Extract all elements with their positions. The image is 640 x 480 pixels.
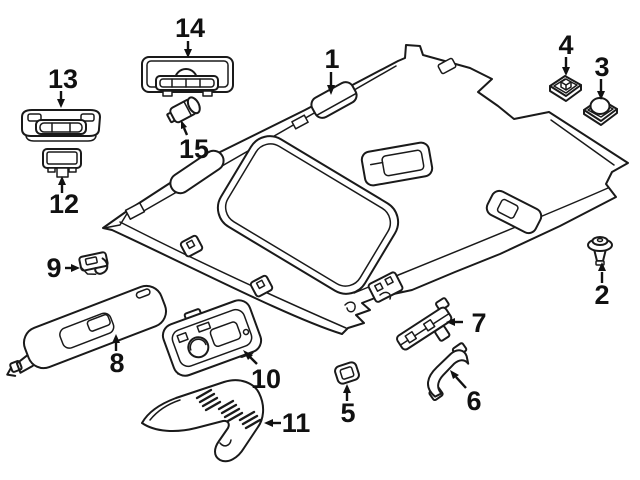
part-8-sun-visor [6, 284, 168, 377]
callout-label-2[interactable]: 2 [594, 280, 609, 310]
callout-7: 7 [446, 308, 487, 338]
vent-slats [195, 388, 262, 430]
panel-hole [291, 114, 309, 130]
callout-label-5[interactable]: 5 [340, 398, 355, 428]
callout-12: 12 [49, 176, 79, 219]
sunroof-opening [216, 135, 400, 295]
part-13-overhead-console [21, 109, 101, 142]
callout-label-6[interactable]: 6 [466, 386, 481, 416]
callout-15: 15 [179, 120, 209, 164]
callout-3: 3 [594, 52, 610, 100]
callout-label-13[interactable]: 13 [48, 64, 78, 94]
part-14-dome-light [141, 56, 234, 97]
part-1-headliner-panel [102, 44, 629, 335]
callout-9: 9 [46, 253, 80, 283]
callout-5: 5 [340, 384, 356, 428]
part-10-console-module [161, 299, 263, 377]
callout-label-14[interactable]: 14 [175, 13, 205, 43]
part-7-handle-bracket [396, 297, 453, 351]
callout-8: 8 [109, 334, 125, 378]
callout-label-1[interactable]: 1 [324, 44, 339, 74]
panel-hole [124, 202, 146, 220]
callout-10: 10 [243, 350, 281, 394]
part-4-clip-nut [549, 75, 582, 102]
handle-recess-right [485, 189, 543, 235]
dome-light-cutout [360, 141, 434, 187]
callout-11: 11 [264, 408, 310, 438]
part-6-grab-handle [427, 342, 470, 402]
callout-13: 13 [48, 64, 78, 108]
roof-edge-bracket [310, 81, 358, 119]
callout-label-9[interactable]: 9 [46, 253, 61, 283]
part-2-push-pin [587, 236, 613, 266]
callout-1: 1 [324, 44, 340, 95]
callout-2: 2 [594, 262, 610, 310]
part-3-dome-grommet [583, 97, 618, 126]
mount-tab [179, 234, 204, 258]
callout-label-4[interactable]: 4 [558, 30, 573, 60]
part-9-visor-clip [78, 251, 109, 275]
part-5-cover-cap [334, 361, 360, 385]
part-12-switch-unit [42, 148, 82, 178]
callout-4: 4 [558, 30, 574, 76]
callout-label-11[interactable]: 11 [282, 408, 311, 438]
rear-edge-tab [437, 57, 457, 75]
callout-label-15[interactable]: 15 [179, 134, 209, 164]
callout-label-12[interactable]: 12 [49, 189, 79, 219]
mount-tab [249, 274, 274, 298]
part-11-trim-panel [141, 379, 265, 463]
callout-label-8[interactable]: 8 [109, 348, 124, 378]
handle-recess-left [169, 149, 225, 195]
part-15-bulb-socket [166, 96, 201, 124]
callout-6: 6 [450, 370, 482, 416]
callout-label-3[interactable]: 3 [594, 52, 609, 82]
callout-14: 14 [175, 13, 205, 58]
callout-label-10[interactable]: 10 [251, 364, 281, 394]
callout-label-7[interactable]: 7 [471, 308, 486, 338]
